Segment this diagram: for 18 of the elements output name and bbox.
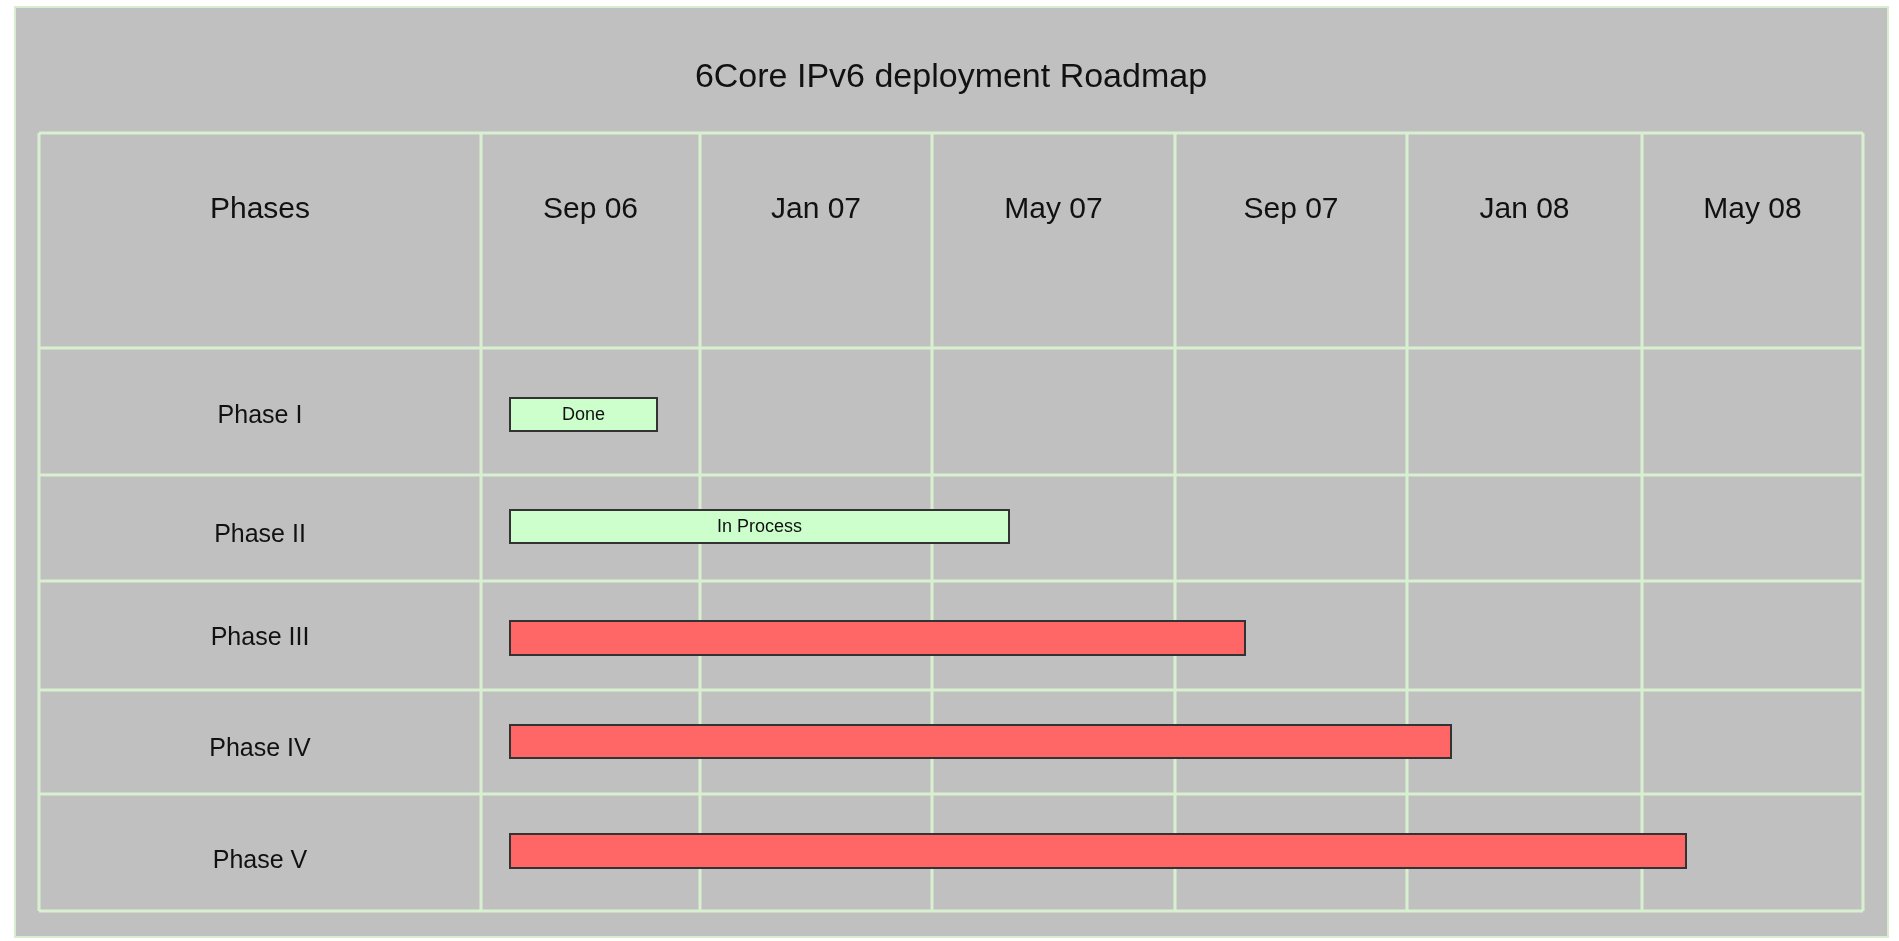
column-header: May 08 — [1703, 191, 1802, 225]
column-header: Jan 07 — [770, 191, 862, 225]
row-label: Phase V — [212, 844, 308, 874]
column-header: Phases — [209, 191, 311, 225]
row-label: Phase II — [214, 518, 306, 548]
row-label: Phase IV — [209, 732, 311, 762]
column-header: Sep 07 — [1243, 191, 1339, 225]
column-header: Sep 06 — [542, 191, 639, 225]
column-header: Jan 08 — [1479, 191, 1570, 225]
timeline-bar — [509, 724, 1452, 759]
chart-title: 6Core IPv6 deployment Roadmap — [694, 55, 1208, 95]
row-label: Phase I — [217, 399, 303, 429]
column-header: May 07 — [1004, 191, 1103, 225]
timeline-bar — [509, 620, 1246, 656]
row-label: Phase III — [210, 621, 310, 651]
timeline-bar — [509, 833, 1687, 869]
status-bar: Done — [509, 397, 658, 432]
status-bar: In Process — [509, 509, 1010, 544]
